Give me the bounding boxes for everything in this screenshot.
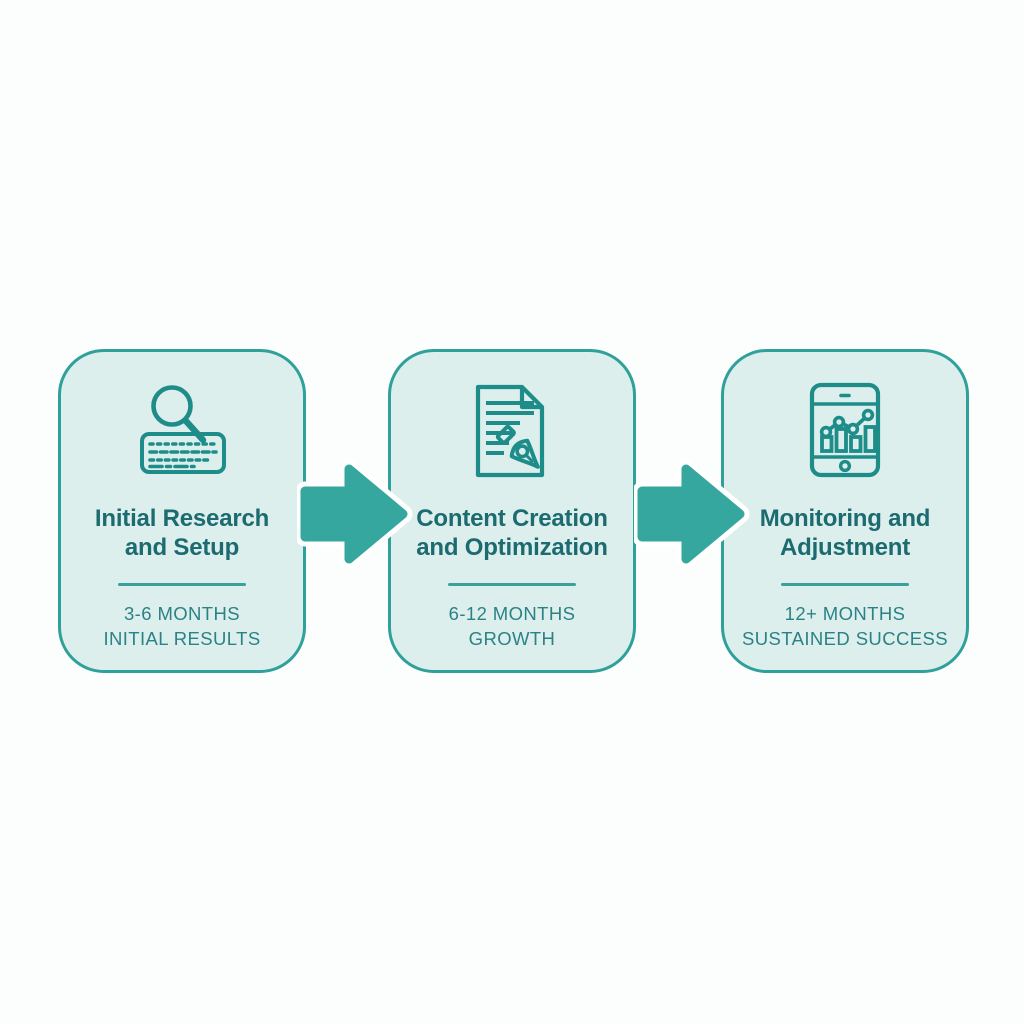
step-subtitle-line: SUSTAINED SUCCESS — [742, 628, 948, 649]
step-card-initial-research: Initial Research and Setup 3-6 MONTHS IN… — [58, 349, 306, 673]
step-subtitle: 12+ MONTHS SUSTAINED SUCCESS — [742, 601, 948, 651]
step-subtitle-line: INITIAL RESULTS — [103, 628, 261, 649]
step-card-monitoring: Monitoring and Adjustment 12+ MONTHS SUS… — [721, 349, 969, 673]
step-title-line: and Setup — [124, 534, 240, 561]
step-title-line: Adjustment — [779, 534, 910, 561]
divider — [448, 583, 576, 586]
step-title-line: Content Creation — [416, 505, 608, 532]
arrow-right-icon — [297, 459, 413, 569]
step-title-line: Initial Research — [94, 505, 270, 532]
divider — [118, 583, 246, 586]
step-title: Initial Research and Setup — [95, 504, 269, 562]
document-pen-icon — [462, 382, 562, 478]
step-subtitle: 3-6 MONTHS INITIAL RESULTS — [103, 601, 260, 651]
step-card-content-creation: Content Creation and Optimization 6-12 M… — [388, 349, 636, 673]
step-title-line: Monitoring and — [759, 505, 931, 532]
step-title: Content Creation and Optimization — [416, 504, 608, 562]
tablet-analytics-icon — [807, 382, 883, 478]
divider — [781, 583, 909, 586]
step-title-line: and Optimization — [416, 534, 608, 561]
step-title: Monitoring and Adjustment — [760, 504, 931, 562]
step-subtitle: 6-12 MONTHS GROWTH — [449, 601, 576, 651]
step-subtitle-line: GROWTH — [468, 628, 556, 649]
step-subtitle-line: 12+ MONTHS — [784, 603, 906, 624]
step-subtitle-line: 3-6 MONTHS — [123, 603, 241, 624]
search-keyboard-icon — [130, 382, 234, 478]
arrow-right-icon — [634, 459, 750, 569]
step-subtitle-line: 6-12 MONTHS — [448, 603, 576, 624]
